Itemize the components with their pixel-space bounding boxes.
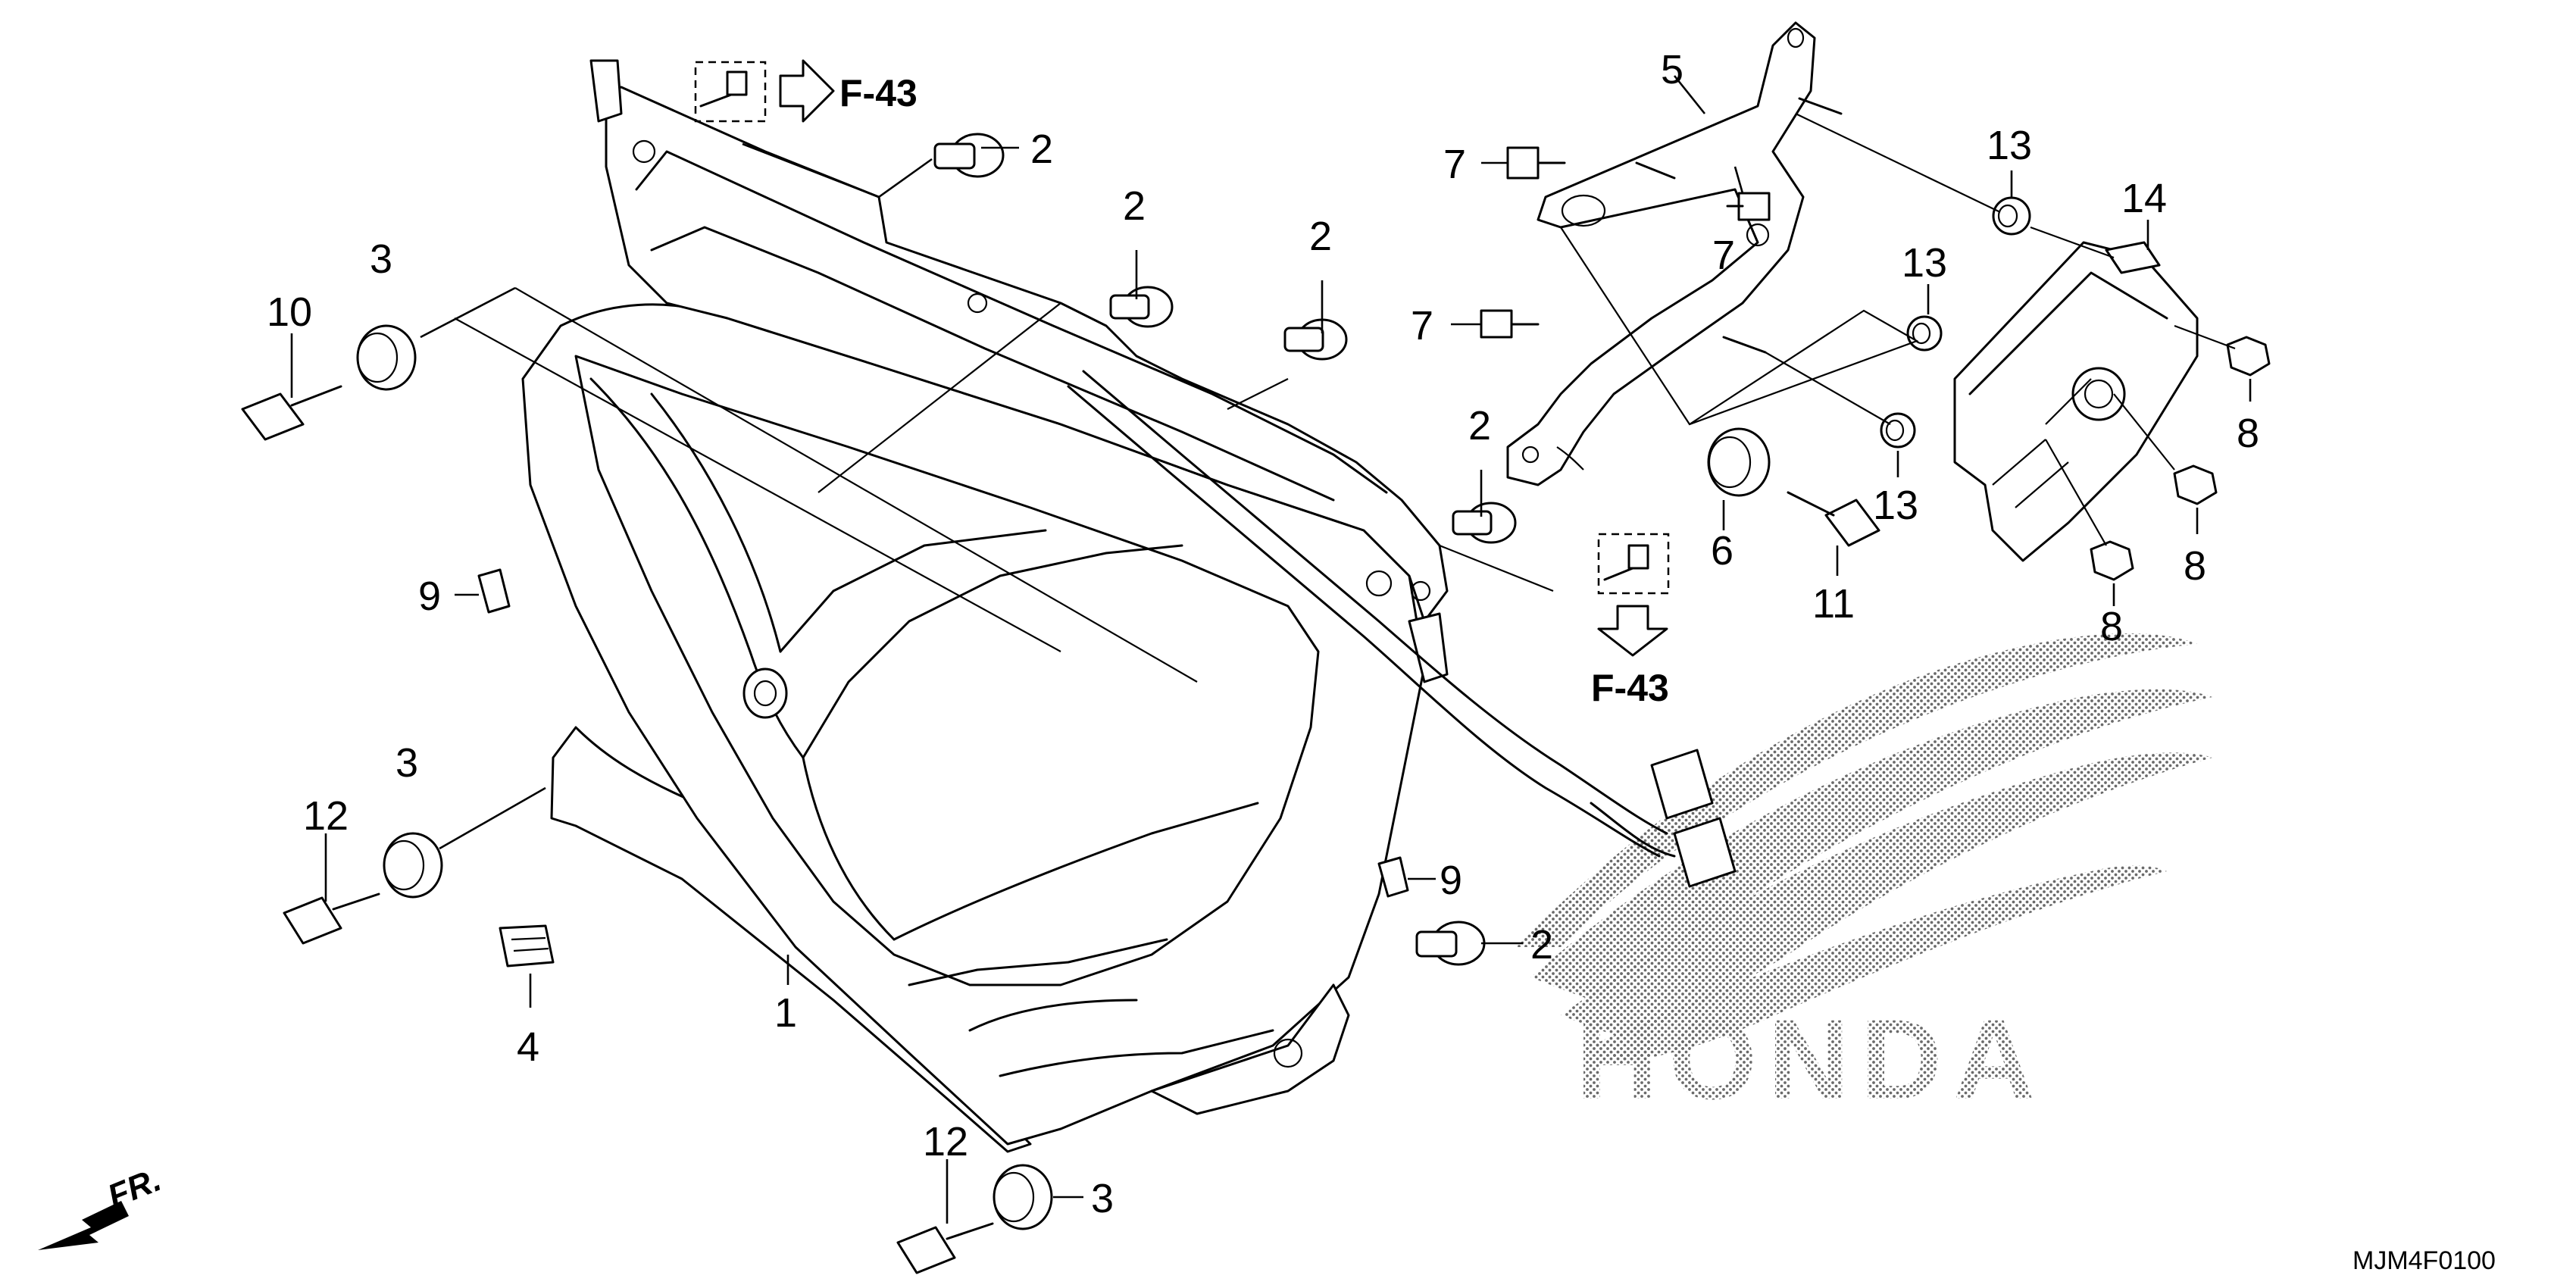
callout-12-b: 12 <box>923 1119 968 1165</box>
collar-13-c <box>1880 412 1916 449</box>
ref-arrow-right <box>1597 605 1668 657</box>
nut-8-a <box>2226 336 2271 377</box>
callout-2-b: 2 <box>1123 183 1146 229</box>
ref-arrow-upper <box>779 59 835 123</box>
callout-3-c: 3 <box>1091 1176 1114 1221</box>
callout-8-c: 8 <box>2100 604 2123 649</box>
callout-2-c: 2 <box>1309 214 1332 259</box>
honda-logo-text: HONDA <box>1576 996 2046 1123</box>
callout-12-a: 12 <box>303 793 349 839</box>
screw-7-a <box>1506 146 1566 180</box>
screw-7-b <box>1726 192 1771 221</box>
callout-6: 6 <box>1711 528 1733 574</box>
collar-2-e <box>1415 921 1486 966</box>
nut-8-c <box>2090 540 2134 581</box>
callout-2-d: 2 <box>1468 403 1491 449</box>
catalog-code: MJM4F0100 <box>2352 1246 2496 1275</box>
callout-14: 14 <box>2121 176 2167 221</box>
grommet-3-upper <box>356 324 417 391</box>
callout-13-c: 13 <box>1873 483 1918 528</box>
nut-8-b <box>2173 464 2218 505</box>
callout-7-c: 7 <box>1411 303 1433 349</box>
collar-13-b <box>1906 315 1943 352</box>
bolt-11 <box>1787 491 1880 547</box>
callout-1: 1 <box>774 990 797 1036</box>
stud-a <box>1798 97 1843 115</box>
callout-8-a: 8 <box>2237 411 2259 456</box>
leader-lines <box>290 75 2252 1224</box>
clip-4 <box>499 924 555 968</box>
headlight-housing <box>521 59 1668 1153</box>
callout-2-e: 2 <box>1530 922 1553 968</box>
callout-7-b: 7 <box>1712 233 1735 278</box>
collar-2-b <box>1109 286 1174 328</box>
collar-2-c <box>1283 318 1348 361</box>
callout-3-a: 3 <box>370 236 392 282</box>
callout-11: 11 <box>1812 581 1855 627</box>
collar-2-a <box>933 133 1005 178</box>
callout-4: 4 <box>517 1024 539 1070</box>
bolt-10 <box>241 385 342 441</box>
clip-9-b <box>1377 856 1409 898</box>
headlight-bracket <box>1506 21 1816 486</box>
bolt-ref-upper <box>694 61 767 123</box>
callout-8-b: 8 <box>2184 543 2206 589</box>
screw-7-c <box>1480 309 1540 339</box>
stud-b <box>1635 161 1676 180</box>
control-unit <box>1953 241 2199 562</box>
callout-9-a: 9 <box>418 574 441 619</box>
callout-9-b: 9 <box>1440 858 1462 903</box>
callout-10: 10 <box>267 289 312 335</box>
ref-label-right: F-43 <box>1591 667 1669 709</box>
grommet-6 <box>1707 427 1771 497</box>
callout-13-b: 13 <box>1902 240 1947 286</box>
callout-5: 5 <box>1661 47 1683 92</box>
callout-7-a: 7 <box>1443 142 1466 187</box>
bolt-12-upper <box>283 893 380 945</box>
collar-2-d <box>1452 502 1517 544</box>
bolt-ref-right <box>1597 533 1670 595</box>
front-direction-arrow <box>38 1201 129 1250</box>
grommet-3-lower <box>993 1164 1053 1230</box>
wiring-connectors <box>1590 749 1737 888</box>
callout-2-a: 2 <box>1030 127 1053 172</box>
bolt-12-lower <box>896 1222 994 1274</box>
callout-13-a: 13 <box>1987 123 2032 168</box>
callout-3-b: 3 <box>395 740 418 786</box>
honda-wing-watermark <box>1515 633 2212 1061</box>
stud-c <box>1722 336 1767 354</box>
collar-13-a <box>1992 196 2031 236</box>
grommet-3-middle <box>383 832 443 899</box>
clip-9-a <box>477 568 511 614</box>
ref-label-upper: F-43 <box>839 72 918 114</box>
